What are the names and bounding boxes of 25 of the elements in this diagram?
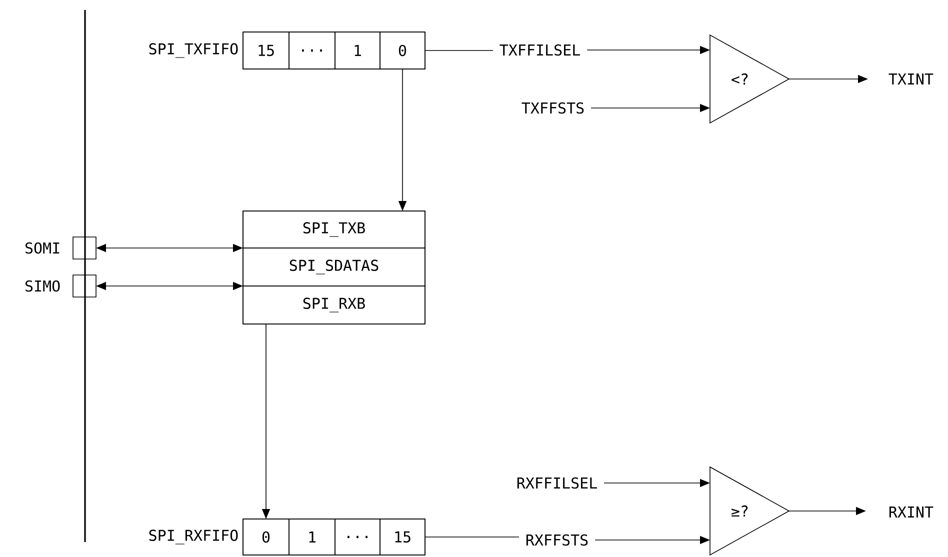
signal-label: RXFFSTS: [526, 534, 588, 546]
node-label: SPI_TXFIFO: [149, 43, 238, 58]
signal-label: TXINT: [888, 74, 934, 84]
register-cell: SPI_RXB: [242, 286, 426, 324]
signal-label: TXFFSTS: [522, 102, 584, 114]
register-cell: 0: [242, 518, 290, 556]
register-cell: 0: [380, 32, 426, 70]
register-cell: 1: [334, 32, 380, 70]
signal-label: TXFFILSEL: [500, 44, 580, 56]
register-cell: 1: [288, 518, 336, 556]
node-label: SIMO: [26, 280, 60, 292]
register-cell: SPI_SDATAS: [242, 248, 426, 286]
register-cell: 15: [242, 32, 290, 70]
connector-line: [424, 536, 520, 538]
register-cell: SPI_TXB: [242, 210, 426, 248]
node-label: SPI_RXFIFO: [149, 530, 238, 544]
register-cell: ...: [288, 32, 336, 70]
connector-line: [424, 50, 494, 51]
pin-box: SOMI: [26, 236, 96, 260]
signal-label: RXFFILSEL: [517, 477, 597, 489]
signal-label: RXINT: [889, 506, 934, 518]
node-label: SOMI: [26, 242, 60, 254]
register-cell: 15: [380, 518, 426, 556]
register-cell: ...: [334, 518, 380, 556]
pin-box: SIMO: [26, 274, 96, 298]
